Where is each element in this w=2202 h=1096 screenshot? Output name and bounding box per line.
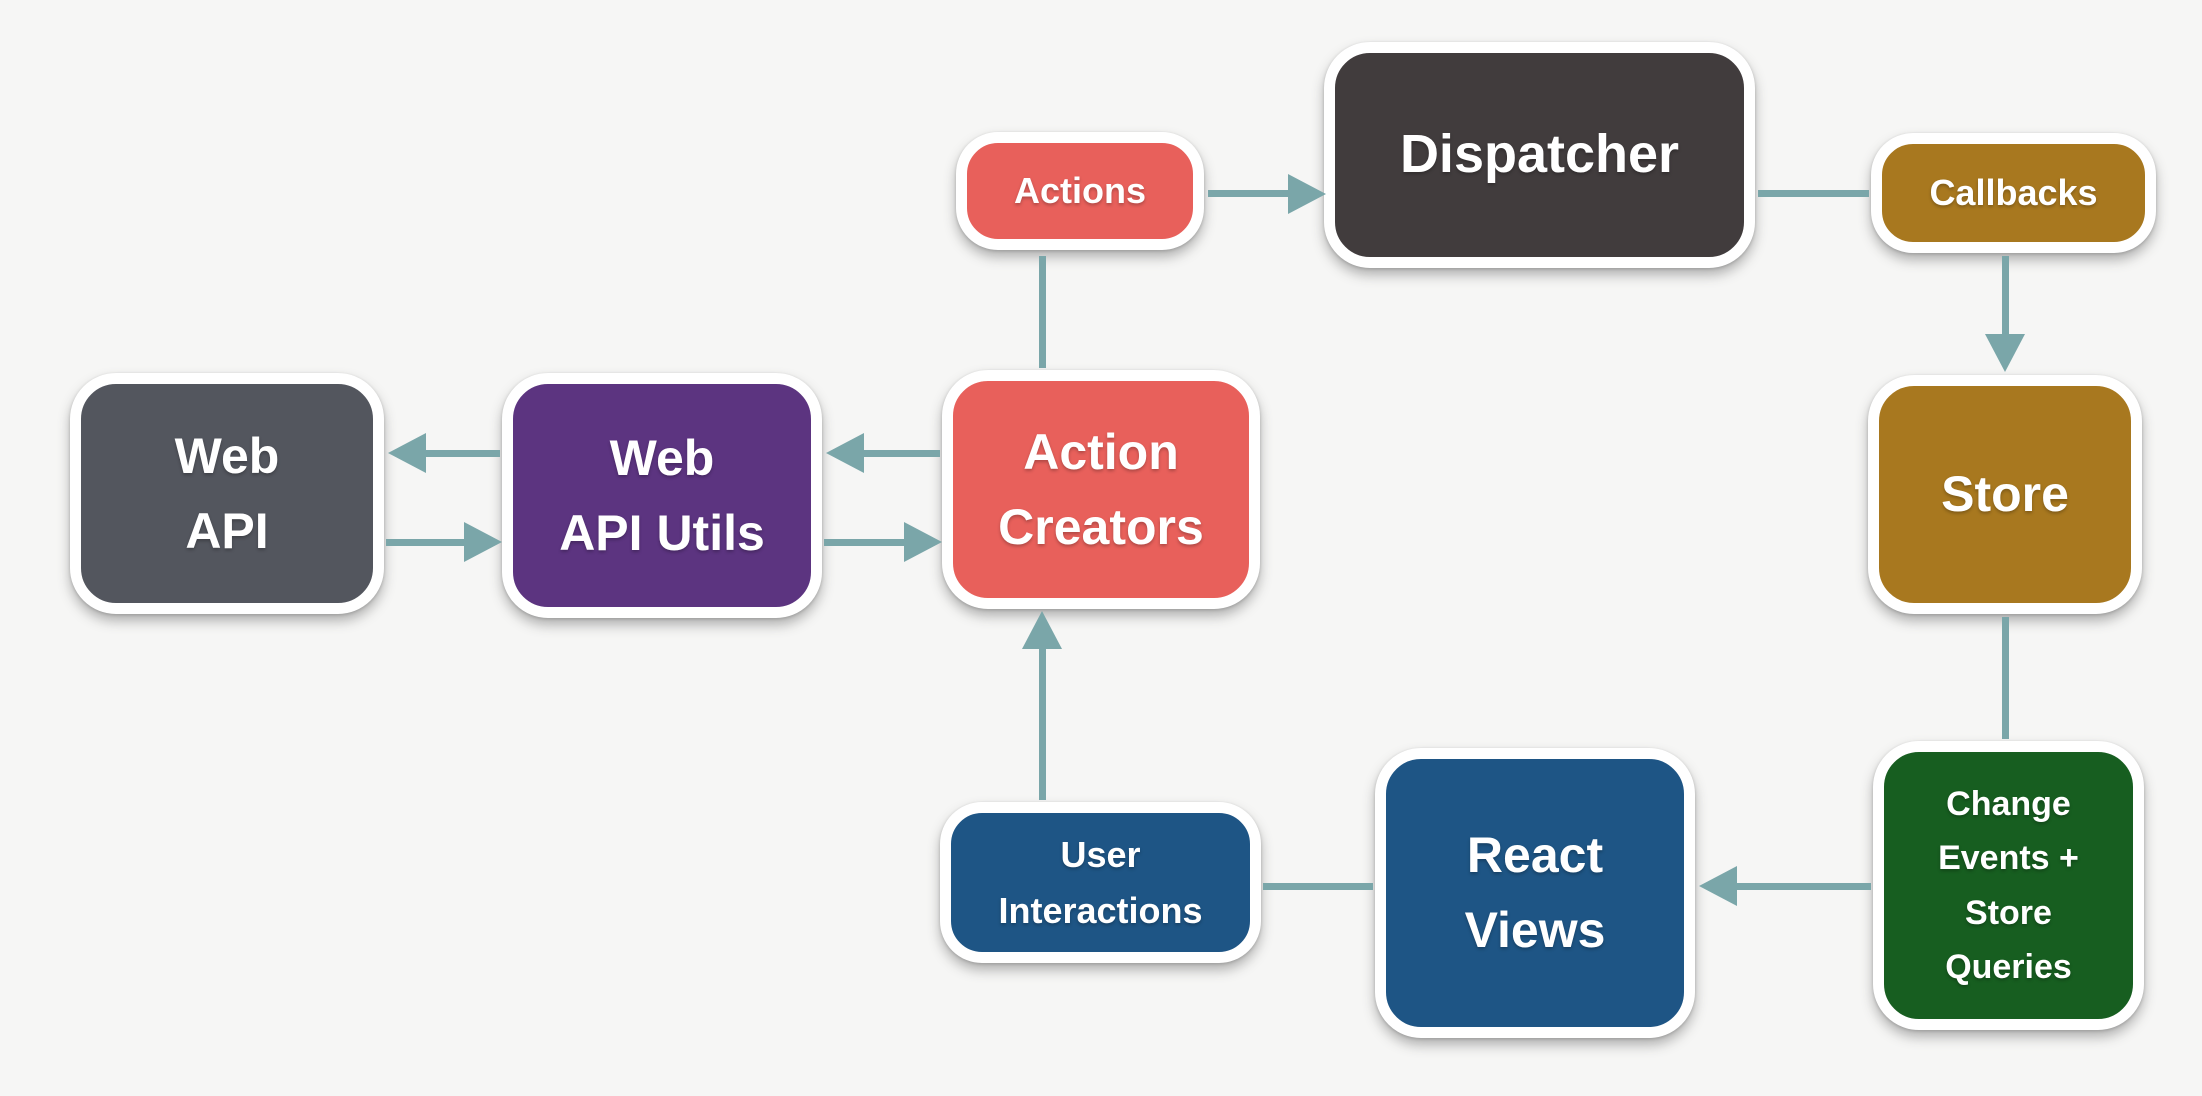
edge-web-api-utils-action-creators-arrowhead [904,522,942,562]
label-line: Queries [1945,947,2072,986]
edge-actions-dispatcher-line [1208,190,1290,197]
node-react-views-label: React Views [1386,818,1684,968]
edge-web-api-utils-web-api-arrowhead [388,433,426,473]
edge-action-creators-web-api-utils-line [864,450,940,457]
node-dispatcher: Dispatcher [1324,42,1755,268]
node-actions: Actions [956,132,1204,250]
label-line: User [1060,833,1141,875]
label-line: Store [1965,893,2052,932]
edge-react-views-user-interactions-line [1263,883,1373,890]
node-user-interactions: User Interactions [940,802,1261,963]
label-line: React [1466,827,1604,883]
edge-change-events-react-views-arrowhead [1699,866,1737,906]
edge-user-interactions-action-creators-line [1039,648,1046,800]
edge-web-api-utils-action-creators-line [824,539,904,546]
label-line: Web [609,429,715,486]
label-line: Change [1946,784,2071,823]
edge-callbacks-store-line [2002,256,2009,336]
label-line: Interactions [998,889,1203,931]
edge-action-creators-actions-line [1039,256,1046,368]
node-actions-label: Actions [1013,170,1146,212]
label-line: Creators [998,498,1204,555]
node-change-events-store-queries-label: Change Events + Store Queries [1884,777,2133,995]
edge-actions-dispatcher-arrowhead [1288,174,1326,214]
label-line: API [185,502,269,559]
node-store: Store [1868,375,2142,614]
label-line: Events + [1938,839,2079,878]
node-action-creators: Action Creators [942,370,1260,609]
edge-user-interactions-action-creators-arrowhead [1022,611,1062,649]
edge-callbacks-store-arrowhead [1985,334,2025,372]
edge-web-api-utils-web-api-line [426,450,500,457]
node-store-label: Store [1941,466,2069,522]
node-web-api-utils: Web API Utils [502,373,822,618]
label-line: API Utils [559,504,765,561]
node-action-creators-label: Action Creators [953,415,1249,565]
label-line: Action [1023,423,1179,480]
edge-action-creators-web-api-utils-arrowhead [826,433,864,473]
edge-change-events-react-views-line [1737,883,1871,890]
node-react-views: React Views [1375,748,1695,1038]
edge-web-api-web-api-utils-line [386,539,464,546]
node-callbacks-label: Callbacks [1929,172,2098,214]
node-user-interactions-label: User Interactions [951,827,1250,939]
edge-store-change-events-line [2002,617,2009,739]
node-change-events-store-queries: Change Events + Store Queries [1873,741,2144,1030]
label-line: Views [1464,902,1606,958]
edge-web-api-web-api-utils-arrowhead [464,522,502,562]
node-dispatcher-label: Dispatcher [1399,124,1680,185]
node-web-api-utils-label: Web API Utils [513,421,811,571]
label-line: Web [174,427,280,484]
node-web-api-label: Web API [81,419,373,569]
node-callbacks: Callbacks [1871,133,2156,253]
node-web-api: Web API [70,373,384,614]
edge-dispatcher-callbacks-line [1758,190,1869,197]
